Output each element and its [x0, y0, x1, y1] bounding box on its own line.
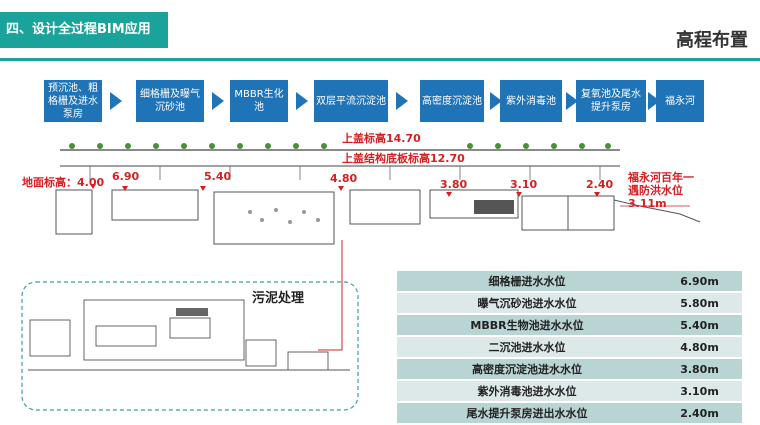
row-name: MBBR生物池进水水位 [397, 314, 657, 337]
row-value: 2.40m [657, 402, 742, 425]
settler-pack [474, 200, 514, 214]
dewatering-unit [176, 308, 208, 316]
process-flow: 预沉池、粗格栅及进水泵房 细格栅及曝气沉砂池 MBBR生化池 双层平流沉淀池 高… [44, 80, 704, 122]
marker-480: 4.80 [330, 172, 357, 185]
flow-step-5: 高密度沉淀池 [420, 80, 484, 122]
header-divider [0, 58, 760, 61]
table-row: 细格栅进水水位 6.90m [397, 271, 742, 293]
flow-step-8: 福永河 [656, 80, 704, 122]
row-name: 细格栅进水水位 [397, 271, 657, 293]
flow-step-1: 预沉池、粗格栅及进水泵房 [44, 80, 102, 122]
tanks [55, 189, 615, 245]
row-value: 5.40m [657, 314, 742, 337]
table-row: 尾水提升泵房进出水水位 2.40m [397, 402, 742, 425]
tree-row-icon [69, 143, 611, 149]
water-level-markers [90, 184, 600, 197]
flow-arrow-icon [296, 92, 308, 110]
flow-step-3: MBBR生化池 [230, 80, 288, 122]
river-flood-label: 福永河百年一遇防洪水位3.11m [628, 171, 694, 210]
row-name: 高密度沉淀池进水水位 [397, 358, 657, 381]
water-level-table: 细格栅进水水位 6.90m 曝气沉砂池进水水位 5.80m MBBR生物池进水水… [397, 271, 742, 425]
top-cover-label: 上盖标高14.70 [342, 131, 421, 145]
row-name: 尾水提升泵房进出水水位 [397, 402, 657, 425]
top-structure-label: 上盖结构底板标高12.70 [342, 151, 465, 165]
flow-arrow-icon [490, 92, 502, 110]
flow-step-6: 紫外消毒池 [500, 80, 562, 122]
sludge-panel [21, 281, 359, 411]
marker-triangle-icon [122, 186, 128, 191]
flow-arrow-icon [566, 92, 578, 110]
table-row: 二沉池进水水位 4.80m [397, 336, 742, 359]
table-row: 曝气沉砂池进水水位 5.80m [397, 292, 742, 315]
marker-triangle-icon [516, 192, 522, 197]
marker-310: 3.10 [510, 178, 537, 191]
ground-level-label: 地面标高：4.00 [22, 175, 104, 189]
row-value: 4.80m [657, 336, 742, 359]
flow-arrow-icon [396, 92, 408, 110]
flow-arrow-icon [212, 92, 224, 110]
row-name: 二沉池进水水位 [397, 336, 657, 359]
page-title: 高程布置 [676, 30, 748, 51]
table-row: MBBR生物池进水水位 5.40m [397, 314, 742, 337]
columns [89, 166, 601, 180]
row-value: 3.10m [657, 380, 742, 403]
table-row: 高密度沉淀池进水水位 3.80m [397, 358, 742, 381]
marker-triangle-icon [90, 184, 96, 189]
flow-arrow-icon [110, 92, 122, 110]
section-title: 四、设计全过程BIM应用 [6, 22, 151, 37]
flow-step-4: 双层平流沉淀池 [314, 80, 388, 122]
row-name: 紫外消毒池进水水位 [397, 380, 657, 403]
marker-540: 5.40 [204, 170, 231, 183]
river-bank [613, 199, 701, 223]
sludge-equipment [29, 299, 329, 371]
section-banner: 四、设计全过程BIM应用 [0, 12, 168, 48]
flow-step-2: 细格栅及曝气沉砂池 [136, 80, 204, 122]
table-row: 紫外消毒池进水水位 3.10m [397, 380, 742, 403]
marker-690: 6.90 [112, 170, 139, 183]
row-value: 3.80m [657, 358, 742, 381]
sludge-title: 污泥处理 [252, 290, 304, 306]
marker-triangle-icon [200, 186, 206, 191]
row-value: 5.80m [657, 292, 742, 315]
marker-triangle-icon [446, 192, 452, 197]
flow-step-7: 复氧池及尾水提升泵房 [576, 80, 646, 122]
row-value: 6.90m [657, 271, 742, 293]
marker-triangle-icon [338, 186, 344, 191]
marker-240: 2.40 [586, 178, 613, 191]
marker-triangle-icon [594, 192, 600, 197]
row-name: 曝气沉砂池进水水位 [397, 292, 657, 315]
marker-380: 3.80 [440, 178, 467, 191]
mbbr-media [248, 208, 320, 224]
